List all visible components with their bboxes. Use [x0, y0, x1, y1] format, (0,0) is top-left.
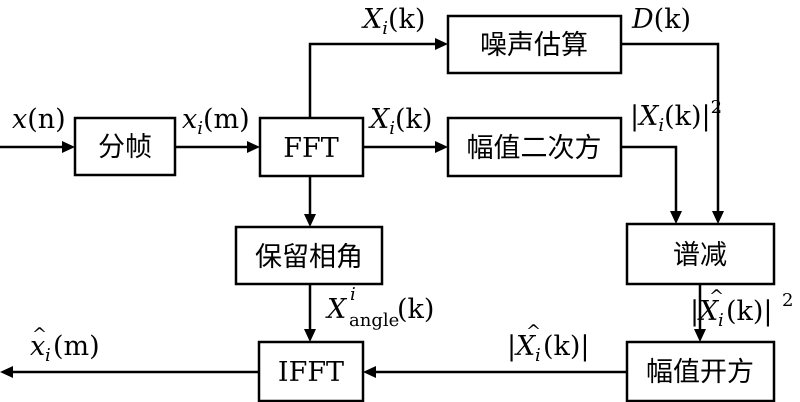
svg-text:X: X: [697, 296, 720, 327]
output-arrowhead: [0, 366, 13, 378]
svg-text:|: |: [690, 296, 699, 327]
block-ifft: IFFT: [257, 340, 365, 402]
svg-text:angle: angle: [349, 310, 399, 331]
block-magnitude-squared: 幅值二次方: [446, 116, 623, 178]
angle-label: X i angle (k): [325, 284, 434, 331]
block-framing: 分帧: [73, 116, 177, 177]
magsq-to-subtract-line: [621, 145, 678, 212]
svg-text:^: ^: [32, 324, 47, 345]
input-arrowhead: [62, 141, 75, 153]
noise-to-subtract-line: [621, 42, 720, 212]
framed-signal-label: xi(m): [182, 104, 250, 139]
svg-text:i: i: [350, 284, 356, 305]
output-signal-label: x ^ i (m): [30, 324, 100, 366]
svg-text:X: X: [514, 331, 537, 362]
block-spectral-subtraction: 谱减: [625, 222, 776, 286]
noise-estimate-label: D(k): [631, 4, 691, 35]
fft-to-noise-arrowhead: [435, 38, 448, 50]
sqrt-to-ifft-arrowhead: [363, 366, 376, 378]
block-noise-estimation-label: 噪声估算: [480, 30, 588, 61]
svg-text:(k)|: (k)|: [726, 296, 773, 327]
spectrum-label-top: Xi(k): [361, 4, 425, 39]
block-framing-label: 分帧: [98, 132, 152, 163]
power-spectrum-label: |Xi(k)|2: [630, 97, 722, 136]
phase-to-ifft-arrowhead: [304, 329, 316, 342]
svg-text:(k)|: (k)|: [543, 331, 590, 362]
block-magnitude-sqrt: 幅值开方: [625, 340, 776, 402]
fft-to-noise-line: [308, 42, 436, 118]
block-magnitude-sqrt-label: 幅值开方: [646, 357, 754, 388]
block-ifft-label: IFFT: [278, 357, 344, 388]
noise-to-subtract-arrowhead: [712, 211, 724, 224]
svg-text:i: i: [535, 345, 541, 366]
fft-to-magsq-arrowhead: [435, 141, 448, 153]
block-noise-estimation: 噪声估算: [446, 14, 623, 75]
block-magnitude-squared-label: 幅值二次方: [467, 133, 602, 164]
framing-to-fft-arrowhead: [247, 141, 260, 153]
block-keep-phase: 保留相角: [234, 225, 384, 286]
estimated-power-label: | X ^ i (k)| 2: [690, 286, 793, 331]
estimated-magnitude-label: | X ^ i (k)|: [507, 321, 590, 366]
block-keep-phase-label: 保留相角: [255, 242, 363, 273]
magsq-to-subtract-arrowhead: [670, 211, 682, 224]
subtract-to-sqrt-arrowhead: [694, 329, 706, 342]
svg-text:i: i: [45, 345, 51, 366]
fft-to-phase-arrowhead: [304, 214, 316, 227]
svg-text:^: ^: [526, 321, 541, 342]
svg-text:(m): (m): [53, 331, 100, 362]
svg-text:x: x: [30, 331, 45, 362]
input-signal-label: x(n): [12, 104, 66, 135]
svg-text:|: |: [507, 331, 516, 362]
svg-text:2: 2: [782, 290, 793, 311]
block-fft-label: FFT: [283, 133, 338, 164]
spectrum-label-mid: Xi(k): [368, 104, 432, 139]
svg-text:X: X: [325, 294, 348, 325]
block-fft: FFT: [258, 116, 365, 178]
svg-text:i: i: [718, 310, 724, 331]
svg-text:^: ^: [709, 286, 724, 307]
svg-text:(k): (k): [397, 294, 434, 325]
block-spectral-subtraction-label: 谱减: [673, 240, 727, 271]
connections: [0, 38, 724, 378]
